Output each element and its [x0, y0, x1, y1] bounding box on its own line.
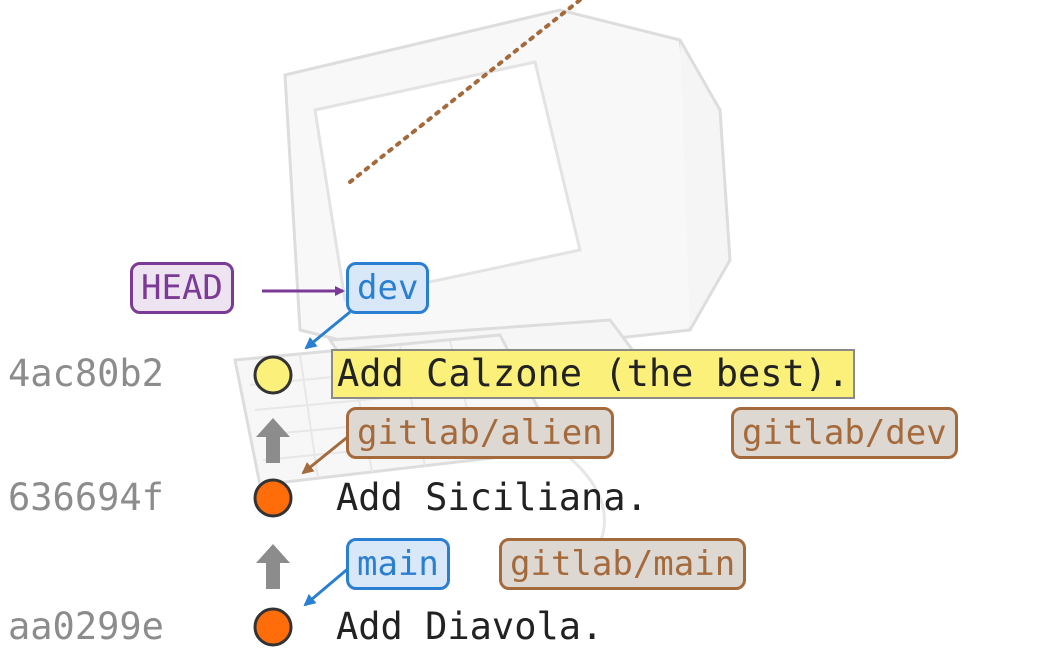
parent-arrow-1 [256, 418, 290, 463]
main-pointer-arrow [303, 565, 351, 607]
branch-gitlab-dev[interactable]: gitlab/dev [731, 407, 958, 459]
commit-node-636694f[interactable] [253, 478, 293, 518]
branch-main[interactable]: main [346, 538, 450, 590]
branch-gitlab-main[interactable]: gitlab/main [499, 538, 747, 590]
dotted-line [348, 0, 582, 184]
branch-gitlab-alien[interactable]: gitlab/alien [346, 407, 614, 459]
commit-message-highlighted: Add Calzone (the best). [331, 349, 856, 399]
dev-pointer-arrow [304, 310, 351, 350]
head-ref[interactable]: HEAD [130, 262, 234, 314]
commit-hash: 636694f [8, 476, 164, 519]
commit-message: Add Siciliana. [336, 476, 648, 519]
commit-node-aa0299e[interactable] [253, 607, 293, 647]
commit-node-4ac80b2[interactable] [253, 355, 293, 395]
parent-arrow-2 [256, 544, 290, 589]
commit-message: Add Diavola. [336, 605, 604, 648]
branch-dev[interactable]: dev [346, 262, 430, 314]
gitlab-alien-pointer-arrow [301, 433, 351, 475]
commit-hash: aa0299e [8, 605, 164, 648]
commit-hash: 4ac80b2 [8, 352, 164, 395]
